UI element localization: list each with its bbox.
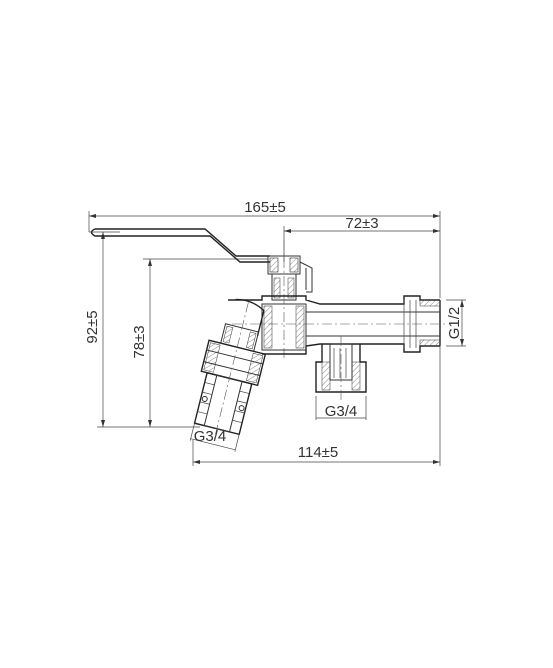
dim-body-length-label: 114±5 (298, 444, 339, 461)
inlet-thread-label: G1/2 (446, 307, 463, 340)
dim-outlet-height-label: 78±3 (131, 325, 148, 358)
side-outlet-thread-label: G3/4 (325, 403, 358, 420)
lever-handle (90, 228, 313, 293)
dim-overall-height-label: 92±5 (84, 310, 101, 343)
dim-overall-height: 92±5 (84, 231, 200, 428)
valve-body (228, 295, 448, 355)
dim-overall-length-label: 165±5 (244, 199, 286, 216)
bottom-outlet-thread-label: G3/4 (194, 428, 227, 445)
dim-spindle-offset-label: 72±3 (345, 215, 378, 232)
side-outlet: G3/4 (315, 336, 367, 420)
dim-spindle-offset: 72±3 (283, 215, 440, 262)
inlet-thread-dim: G1/2 (446, 299, 466, 347)
valve-stem (267, 240, 301, 360)
dim-outlet-height: 78±3 (131, 258, 268, 427)
angled-outlet (189, 298, 267, 452)
dim-overall-length: 165±5 (88, 199, 441, 298)
dim-body-length: 114±5 (192, 345, 441, 466)
